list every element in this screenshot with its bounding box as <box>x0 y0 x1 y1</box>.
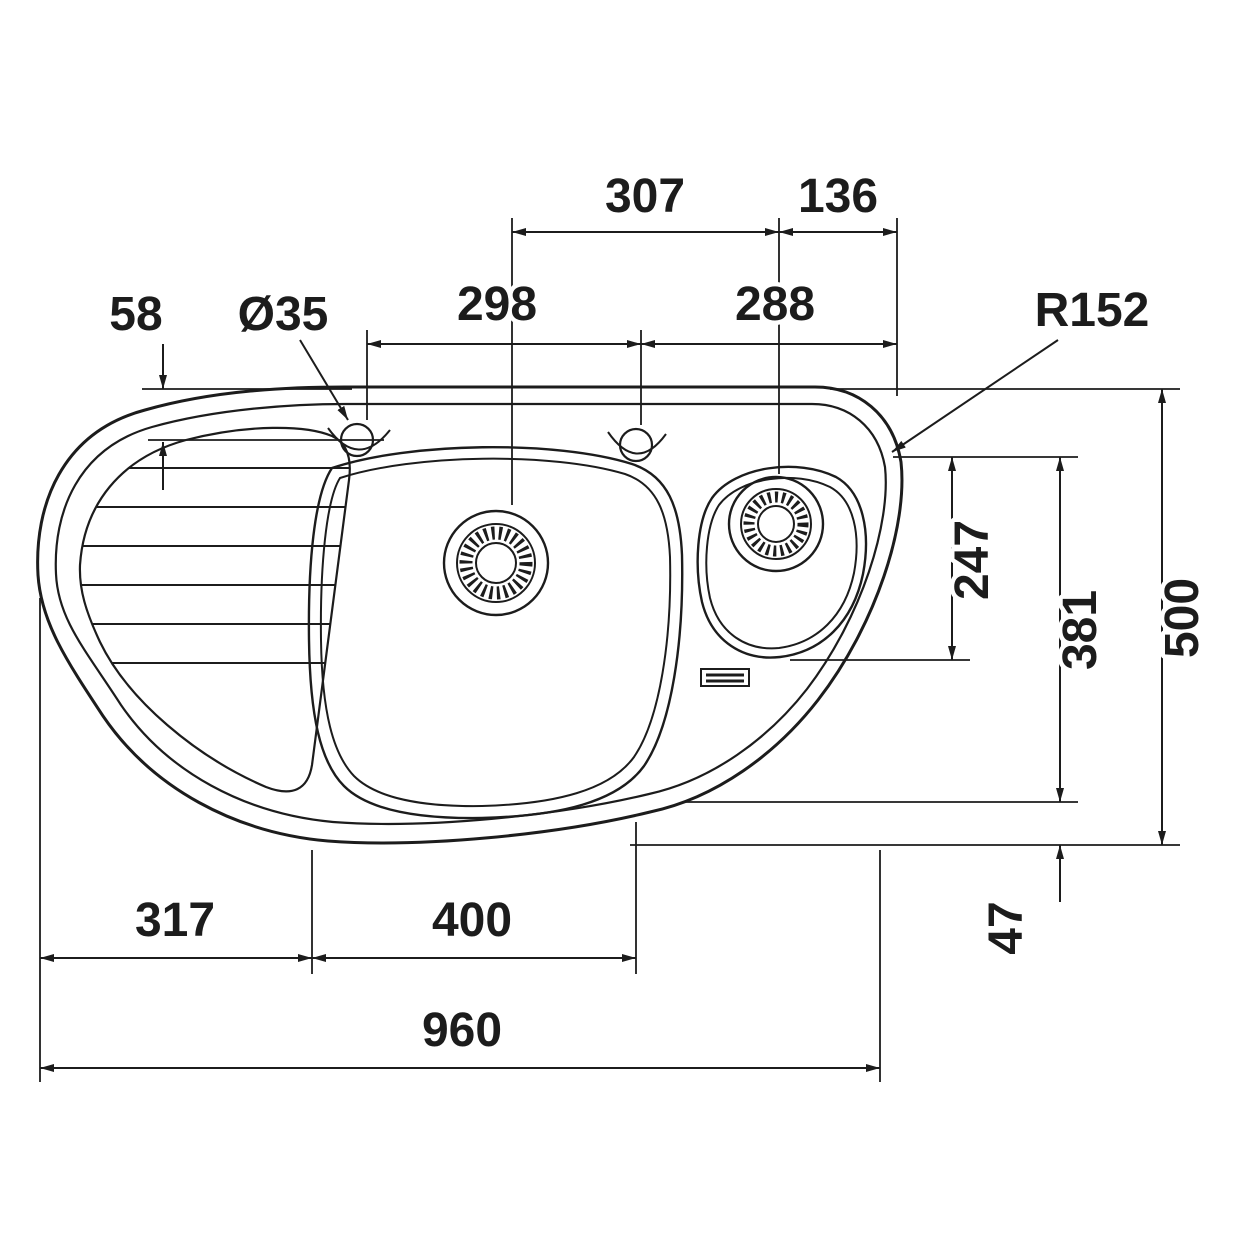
dim-label-400: 400 <box>432 894 512 947</box>
dim-960: 960 <box>40 1000 880 1072</box>
dim-label-47: 47 <box>980 901 1033 954</box>
dim-label-tap-diameter: Ø35 <box>238 288 329 341</box>
main-bowl-inner <box>319 457 672 808</box>
secondary-drain <box>727 475 825 573</box>
secondary-bowl-inner <box>705 476 858 650</box>
dim-label-247: 247 <box>946 520 999 600</box>
dim-label-500: 500 <box>1156 578 1209 658</box>
tap-hole-right <box>618 427 654 463</box>
dimension-annotations: 307 136 298 288 58 Ø35 <box>39 166 1214 1082</box>
dim-label-corner-radius: R152 <box>1035 284 1150 337</box>
dim-136: 136 <box>779 166 897 236</box>
dim-47: 47 <box>976 845 1064 959</box>
dim-500: 500 <box>1152 389 1214 845</box>
dim-317: 317 <box>40 890 312 962</box>
dim-298: 298 <box>367 274 641 348</box>
main-bowl-outer <box>307 446 684 820</box>
dim-label-298: 298 <box>457 278 537 331</box>
rim-notch-right <box>607 431 667 455</box>
dim-381: 381 <box>1050 457 1112 802</box>
main-drain <box>442 509 550 617</box>
rim-notch-left <box>327 427 391 451</box>
dim-label-136: 136 <box>798 170 878 223</box>
dim-label-288: 288 <box>735 278 815 331</box>
drainer-ribs <box>79 467 350 664</box>
sink-outer-outline <box>36 385 904 845</box>
dim-label-307: 307 <box>605 170 685 223</box>
sink-body <box>36 385 904 845</box>
drainer-outline <box>78 426 351 793</box>
dim-247: 247 <box>942 457 1004 660</box>
dim-label-317: 317 <box>135 894 215 947</box>
brand-logo <box>700 668 750 687</box>
sink-inner-rim <box>54 402 887 825</box>
dim-400: 400 <box>312 890 636 962</box>
dim-tap-diameter: Ø35 <box>233 284 349 421</box>
dim-58: 58 <box>105 284 384 490</box>
dim-307: 307 <box>512 166 779 236</box>
dim-corner-radius: R152 <box>891 280 1154 453</box>
dim-label-58: 58 <box>109 288 162 341</box>
dim-288: 288 <box>641 274 897 348</box>
secondary-bowl-outer <box>696 465 868 659</box>
dim-label-960: 960 <box>422 1004 502 1057</box>
dim-label-381: 381 <box>1054 590 1107 670</box>
